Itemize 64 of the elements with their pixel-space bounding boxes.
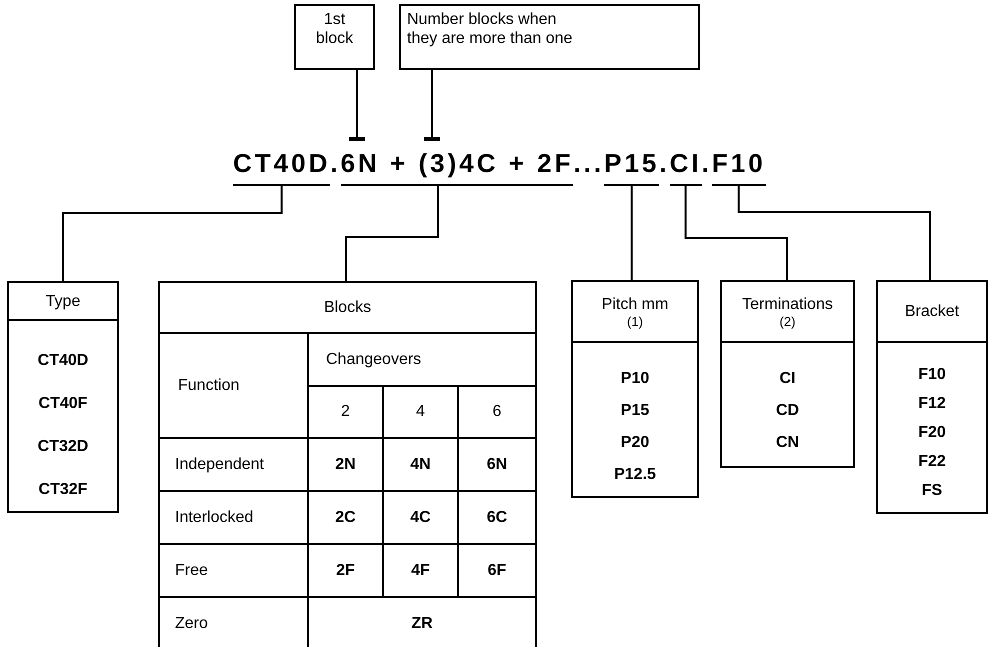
- code-value: CT32D: [38, 437, 88, 457]
- option-table: [7, 281, 119, 513]
- option-table: [571, 280, 699, 498]
- callout-box: Number blocks when they are more than one: [399, 4, 700, 70]
- code-value: CT40D: [38, 351, 88, 371]
- code-value: F20: [918, 423, 946, 443]
- code-segment: F10: [712, 148, 766, 186]
- blocks-table: [158, 281, 537, 647]
- function-label: Interlocked: [159, 491, 308, 544]
- column-number: 4: [383, 386, 458, 438]
- code-segment: CI: [670, 148, 702, 186]
- code-value: CT40F: [38, 394, 88, 414]
- connector-line: [738, 185, 931, 281]
- connector-line: [345, 185, 439, 282]
- code-value: 4C: [383, 491, 458, 544]
- option-table: [876, 280, 988, 514]
- code-value: P12.5: [614, 465, 656, 485]
- code-value: 2C: [308, 491, 383, 544]
- code-value: CD: [776, 401, 800, 421]
- callout-box: 1st block: [294, 4, 375, 70]
- code-value: 6N: [458, 438, 536, 491]
- code-value: 2F: [308, 544, 383, 597]
- table-heading: Bracket: [904, 302, 960, 321]
- code-value: CT32F: [38, 480, 88, 500]
- code-value: FS: [922, 481, 942, 501]
- code-segment: CT40D: [233, 148, 330, 186]
- code-value: 4N: [383, 438, 458, 491]
- code-separator: ...: [573, 148, 604, 180]
- option-table: [720, 280, 855, 468]
- connector-line: [630, 185, 633, 281]
- table-heading: Blocks: [159, 282, 536, 333]
- table-heading: Pitch mm: [602, 294, 668, 314]
- code-segment: P15: [604, 148, 660, 186]
- code-separator: .: [659, 148, 670, 180]
- code-separator: .: [330, 148, 341, 180]
- connector-line: [422, 69, 442, 141]
- table-heading: Type: [46, 292, 80, 310]
- code-value: F10: [918, 365, 946, 385]
- column-number: 2: [308, 386, 383, 438]
- footnote-mark: (2): [780, 314, 796, 328]
- code-value: P10: [620, 369, 650, 389]
- footnote-mark: (1): [627, 314, 643, 328]
- table-heading: Terminations: [742, 294, 833, 314]
- code-segment: 6N + (3)4C + 2F: [340, 148, 574, 186]
- column-heading: Changeovers: [308, 333, 536, 386]
- connector-line: [347, 69, 367, 141]
- code-value: CN: [776, 433, 800, 453]
- code-value: 6C: [458, 491, 536, 544]
- connector-line: [62, 185, 283, 282]
- connector-line: [684, 185, 788, 281]
- code-value: 2N: [308, 438, 383, 491]
- code-value: CI: [780, 369, 796, 389]
- code-value: 4F: [383, 544, 458, 597]
- function-label: Zero: [159, 597, 308, 647]
- function-label: Free: [159, 544, 308, 597]
- code-value: 6F: [458, 544, 536, 597]
- code-value: P20: [620, 433, 650, 453]
- code-value: F12: [918, 394, 946, 414]
- code-separator: .: [702, 148, 712, 180]
- code-value: F22: [918, 452, 946, 472]
- column-heading: Function: [159, 333, 308, 438]
- column-number: 6: [458, 386, 536, 438]
- code-value: P15: [620, 401, 650, 421]
- function-label: Independent: [159, 438, 308, 491]
